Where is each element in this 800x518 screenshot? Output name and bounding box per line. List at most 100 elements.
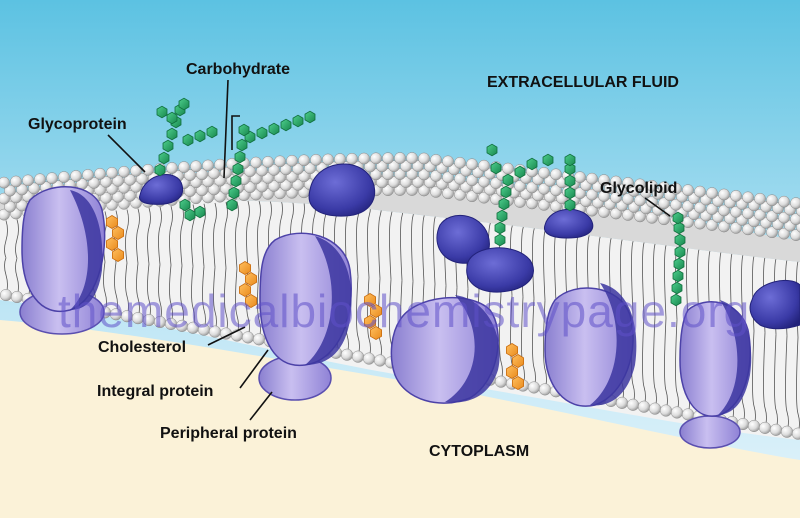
leader-glycoprotein bbox=[107, 134, 146, 173]
sugar-unit bbox=[514, 165, 526, 179]
phospholipid-head bbox=[153, 315, 167, 329]
phospholipid-head bbox=[670, 182, 682, 195]
phospholipid-head bbox=[682, 216, 694, 229]
label-glycoprotein: Glycoprotein bbox=[28, 116, 127, 133]
phospholipid-head bbox=[454, 172, 466, 185]
phospholipid-head bbox=[598, 190, 610, 202]
phospholipid-head bbox=[742, 223, 754, 236]
phospholipid-head bbox=[622, 209, 634, 221]
phospholipid-head bbox=[406, 168, 418, 180]
phospholipid-head bbox=[730, 190, 742, 202]
cholesterol-ring bbox=[506, 365, 518, 379]
peripheral-protein-top bbox=[308, 163, 376, 217]
phospholipid-head bbox=[754, 224, 766, 237]
phospholipid-head bbox=[790, 229, 800, 241]
sugar-unit bbox=[673, 221, 685, 235]
phospholipid-head bbox=[682, 184, 694, 197]
sugar-unit bbox=[280, 118, 292, 132]
phospholipid-head bbox=[382, 168, 394, 181]
phospholipid-head bbox=[362, 352, 376, 365]
phospholipid-head bbox=[400, 176, 412, 188]
label-carbohydrate: Carbohydrate bbox=[186, 61, 291, 78]
sugar-unit bbox=[166, 111, 178, 125]
phospholipid-head bbox=[388, 160, 400, 173]
phospholipid-head bbox=[790, 197, 800, 209]
phospholipid-head bbox=[346, 152, 358, 165]
phospholipid-head bbox=[706, 219, 718, 231]
leader-peripheral bbox=[249, 391, 273, 421]
phospholipid-head bbox=[373, 354, 387, 367]
sugar-unit bbox=[496, 209, 508, 223]
phospholipid-head bbox=[351, 350, 365, 363]
phospholipid-head bbox=[550, 168, 562, 181]
leader-glycolipid bbox=[644, 197, 671, 217]
phospholipid-head bbox=[769, 423, 783, 436]
phospholipid-head bbox=[400, 160, 412, 172]
sugar-unit bbox=[226, 198, 238, 212]
sugar-unit bbox=[194, 205, 206, 219]
phospholipid-head bbox=[430, 170, 442, 182]
phospholipid-head bbox=[262, 156, 274, 168]
cholesterol-ring bbox=[506, 343, 518, 357]
phospholipid-head bbox=[466, 158, 478, 171]
phospholipid-head bbox=[494, 375, 508, 388]
phospholipid-head bbox=[586, 188, 598, 201]
phospholipid-head bbox=[478, 191, 490, 204]
sugar-unit bbox=[672, 211, 684, 225]
phospholipid-head bbox=[10, 175, 22, 188]
phospholipid-head bbox=[706, 187, 718, 199]
phospholipid-head bbox=[586, 172, 598, 185]
phospholipid-head bbox=[370, 152, 382, 165]
phospholipid-head bbox=[340, 348, 354, 361]
phospholipid-head bbox=[142, 164, 154, 176]
phospholipid-head bbox=[196, 168, 208, 181]
phospholipid-head bbox=[418, 168, 430, 181]
phospholipid-head bbox=[418, 184, 430, 197]
label-peripheral-protein: Peripheral protein bbox=[160, 425, 297, 442]
cholesterol-ring bbox=[106, 237, 118, 251]
sugar-unit bbox=[674, 245, 686, 259]
phospholipid-head bbox=[175, 319, 189, 332]
phospholipid-head bbox=[538, 183, 550, 195]
phospholipid-head bbox=[418, 152, 430, 165]
phospholipid-head bbox=[382, 152, 394, 165]
phospholipid-head bbox=[478, 159, 490, 172]
phospholipid-head bbox=[747, 419, 761, 433]
peripheral-protein-small bbox=[543, 208, 594, 239]
phospholipid-head bbox=[730, 222, 742, 234]
sugar-unit bbox=[228, 186, 240, 200]
sugar-unit bbox=[178, 97, 190, 111]
phospholipid-head bbox=[46, 172, 58, 185]
phospholipid-head bbox=[780, 425, 794, 438]
sugar-unit bbox=[672, 269, 684, 283]
sugar-unit bbox=[206, 125, 218, 139]
phospholipid-head bbox=[100, 192, 112, 204]
cholesterol-ring bbox=[112, 226, 124, 240]
phospholipid-head bbox=[538, 167, 550, 179]
phospholipid-head bbox=[394, 168, 406, 180]
phospholipid-head bbox=[388, 176, 400, 189]
cholesterol-ring bbox=[239, 283, 251, 297]
leader-carbohydrate-a bbox=[223, 79, 229, 179]
phospholipid-head bbox=[586, 204, 598, 217]
phospholipid-head bbox=[766, 210, 778, 223]
phospholipid-head bbox=[16, 183, 28, 196]
peripheral-protein-edge bbox=[749, 279, 800, 330]
phospholipid-head bbox=[124, 173, 136, 186]
phospholipid-head bbox=[244, 165, 256, 178]
sugar-unit bbox=[154, 163, 166, 177]
phospholipid-head bbox=[754, 192, 766, 205]
phospholipid-head bbox=[766, 226, 778, 239]
phospholipid-head bbox=[742, 207, 754, 220]
phospholipid-head bbox=[610, 191, 622, 204]
phospholipid-head bbox=[208, 167, 220, 180]
phospholipid-head bbox=[615, 396, 629, 409]
phospholipid-head bbox=[164, 317, 178, 330]
phospholipid-head bbox=[526, 197, 538, 210]
phospholipid-head bbox=[0, 289, 13, 302]
cholesterol-ring bbox=[245, 294, 257, 308]
phospholipid-head bbox=[208, 183, 220, 196]
sugar-unit bbox=[179, 198, 191, 212]
phospholipid-head bbox=[70, 170, 82, 182]
